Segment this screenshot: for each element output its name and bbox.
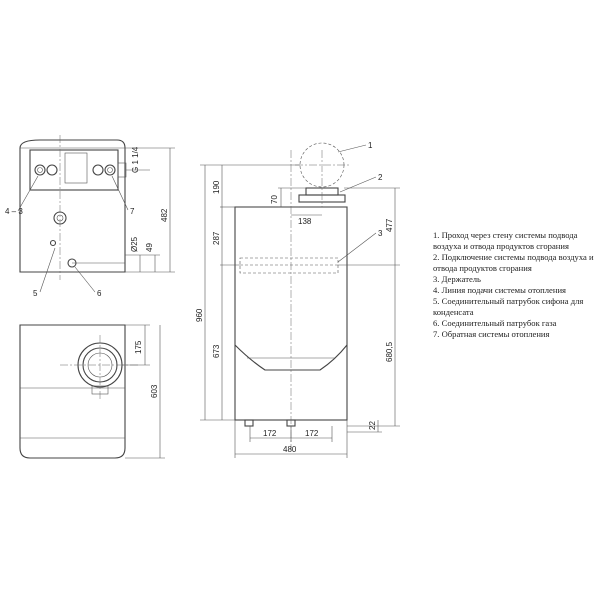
legend-item-1: 1. Проход через стену системы подвода во… [433,230,578,251]
leader-4 [17,175,39,212]
bottom-connection-1 [244,419,254,427]
side-view-outline [19,139,126,273]
legend-item-6: 6. Соединительный патрубок газа [433,318,557,328]
legend-item-3: 3. Держатель [433,274,481,284]
dim-70: 70 [270,195,279,204]
legend-item-7: 7. Обратная системы отопления [433,329,550,339]
flow-connection-inner [37,167,43,173]
callout-4-3: 4 – 3 [5,207,23,216]
leader-7 [111,175,129,211]
callout-2: 2 [378,173,383,182]
dim-22: 22 [368,421,377,430]
dim-673: 673 [212,344,221,358]
dim-190: 190 [212,180,221,194]
leader-1 [337,144,367,153]
dim-49: 49 [145,243,154,252]
return-connection [104,164,116,176]
dim-175: 175 [134,340,143,354]
mounting-bracket [239,257,339,274]
dim-287: 287 [212,231,221,245]
connection-2 [46,164,58,176]
callout-6: 6 [97,289,102,298]
callout-7: 7 [130,207,135,216]
side-view: G 1 1/4 482 Ø25 49 4 – 3 7 5 6 [5,135,175,298]
dim-477: 477 [385,218,394,232]
dim-680-5: 680,5 [385,341,394,362]
callout-1: 1 [368,141,373,150]
legend-item-5: 5. Соединительный патрубок сифона для ко… [433,296,584,317]
flow-connection [34,164,46,176]
leader-5 [39,247,56,293]
dim-d25: Ø25 [130,236,139,252]
plan-view: 175 603 [19,324,165,459]
dim-603: 603 [150,384,159,398]
front-view: 190 70 138 287 960 673 477 680,5 22 172 [195,141,400,458]
legend-item-4: 4. Линия подачи системы отопления [433,285,567,295]
control-panel-cover [234,344,348,371]
dim-960: 960 [195,308,204,322]
leader-2 [339,176,377,193]
dim-480: 480 [283,445,297,454]
leader-6 [74,266,96,293]
plan-view-outline [19,324,126,459]
legend: 1. Проход через стену системы подвода во… [433,230,598,340]
dim-482: 482 [160,208,169,222]
dim-172-left: 172 [263,429,277,438]
dim-138: 138 [298,217,312,226]
legend-item-2: 2. Подключение системы подвода воздуха и… [433,252,594,273]
callout-3: 3 [378,229,383,238]
connection-3 [92,164,104,176]
return-connection-inner [107,167,113,173]
dim-172-right: 172 [305,429,319,438]
g-thread-label: G 1 1/4 [131,146,140,173]
panel-plate [64,152,88,184]
callout-5: 5 [33,289,38,298]
leader-3 [337,232,377,263]
small-port [49,239,57,247]
